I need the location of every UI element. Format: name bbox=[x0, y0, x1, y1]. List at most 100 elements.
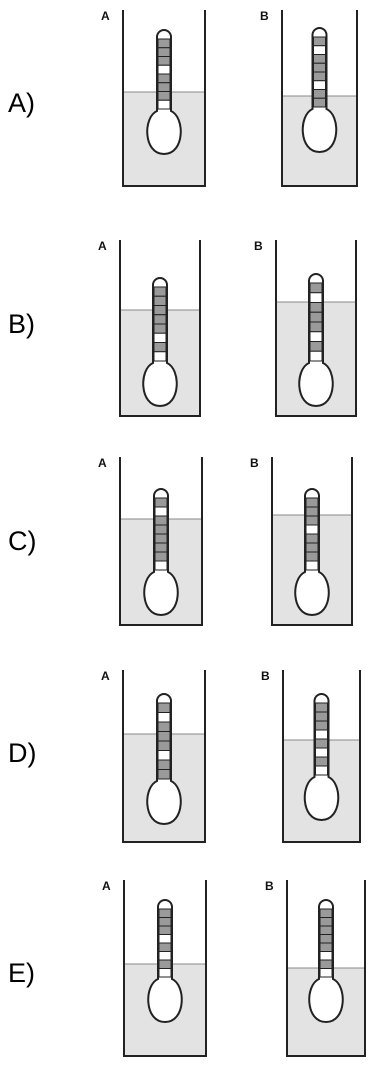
thermometer-scale-mark bbox=[315, 756, 328, 767]
thermometer-scale-mark bbox=[313, 97, 326, 108]
beaker-label: A bbox=[101, 9, 110, 23]
beaker-label: B bbox=[261, 669, 270, 683]
thermometer-scale-blank bbox=[158, 968, 172, 978]
thermometer-scale-mark bbox=[157, 759, 171, 770]
thermometer-scale-mark bbox=[315, 738, 328, 749]
beaker-outline bbox=[282, 670, 361, 843]
thermometer-scale-mark bbox=[319, 942, 333, 952]
beaker-a: A bbox=[102, 879, 207, 1057]
thermometer-scale-mark bbox=[309, 311, 323, 323]
thermometer-scale-mark bbox=[305, 551, 319, 562]
thermometer-scale-mark bbox=[315, 711, 328, 722]
beaker-label: A bbox=[98, 456, 107, 470]
thermometer-scale-mark bbox=[154, 497, 168, 508]
thermometer-scale-mark bbox=[154, 533, 168, 544]
beaker-label: B bbox=[254, 239, 263, 253]
thermometer-scale-mark bbox=[153, 323, 167, 334]
thermometer-scale-mark bbox=[319, 917, 333, 927]
beaker-label: B bbox=[250, 456, 259, 470]
beaker-outline bbox=[119, 240, 201, 417]
thermometer-scale-mark bbox=[158, 942, 172, 952]
thermometer-scale-mark bbox=[153, 314, 167, 325]
thermometer-scale-mark bbox=[154, 542, 168, 553]
thermometer-scale-mark bbox=[153, 286, 167, 297]
thermometer-scale-blank bbox=[313, 45, 326, 55]
thermometer-scale-mark bbox=[309, 302, 323, 313]
option-label: B) bbox=[8, 309, 35, 339]
thermometer-scale-mark bbox=[313, 62, 326, 73]
thermometer-scale-blank bbox=[313, 80, 326, 90]
thermometer-scale-mark bbox=[157, 82, 171, 92]
thermometer-scale-blank bbox=[157, 712, 171, 723]
thermometer-scale-mark bbox=[319, 925, 333, 935]
thermometer-scale-mark bbox=[305, 497, 319, 508]
option-label: A) bbox=[8, 88, 35, 118]
thermometer-scale-mark bbox=[158, 908, 172, 918]
thermometer-scale-mark bbox=[157, 702, 171, 713]
thermometer-scale-mark bbox=[157, 721, 171, 732]
thermometer-scale-mark bbox=[158, 917, 172, 927]
beaker-label: A bbox=[102, 879, 111, 893]
beaker-outline bbox=[123, 880, 207, 1057]
beaker-label: B bbox=[265, 879, 274, 893]
thermometer-scale-mark bbox=[157, 769, 171, 780]
thermometer-scale-mark bbox=[153, 342, 167, 353]
beaker-outline bbox=[275, 240, 357, 417]
beaker-a: A bbox=[101, 669, 206, 843]
beaker-b: B bbox=[250, 456, 353, 626]
option-a: A) A B bbox=[8, 9, 358, 187]
beaker-outline bbox=[281, 10, 358, 187]
thermometer-scale-mark bbox=[309, 321, 323, 333]
thermometer-scale-blank bbox=[154, 560, 168, 571]
beaker-outline bbox=[122, 10, 206, 187]
thermometer-scale-mark bbox=[319, 959, 333, 969]
option-d: D) A B bbox=[8, 669, 361, 843]
beaker-a: A bbox=[101, 9, 206, 187]
thermometer-scale-mark bbox=[157, 91, 171, 101]
option-label: D) bbox=[8, 738, 37, 768]
thermometer-scale-mark bbox=[158, 925, 172, 935]
thermometer-scale-mark bbox=[313, 89, 326, 99]
option-e: E) A B bbox=[8, 879, 366, 1057]
thermometer-scale-blank bbox=[309, 331, 323, 342]
thermometer-scale-mark bbox=[154, 524, 168, 535]
thermometer-scale-mark bbox=[305, 533, 319, 544]
beaker-b: B bbox=[265, 879, 366, 1057]
thermometer-scale-blank bbox=[305, 560, 319, 571]
thermometer-scale-blank bbox=[157, 64, 171, 75]
thermometer-scale-mark bbox=[309, 341, 323, 352]
thermometer-scale-blank bbox=[154, 506, 168, 517]
thermometer-scale-blank bbox=[158, 951, 172, 961]
thermometer-scale-mark bbox=[315, 720, 328, 731]
option-label: E) bbox=[8, 958, 35, 988]
thermometer-scale-mark bbox=[319, 908, 333, 918]
thermometer-scale-mark bbox=[154, 551, 168, 562]
thermometer-scale-mark bbox=[157, 731, 171, 742]
thermometer-scale-mark bbox=[154, 515, 168, 526]
beaker-b: B bbox=[254, 239, 357, 417]
thermometer-scale-mark bbox=[319, 934, 333, 944]
thermometer-scale-mark bbox=[313, 36, 326, 47]
beaker-label: A bbox=[101, 669, 110, 683]
thermometer-scale-mark bbox=[158, 959, 172, 969]
beaker-b: B bbox=[261, 669, 361, 843]
thermometer-scale-mark bbox=[153, 305, 167, 316]
thermometer-scale-blank bbox=[157, 99, 171, 110]
thermometer-scale-blank bbox=[309, 350, 323, 362]
thermometer-scale-mark bbox=[157, 38, 171, 49]
beaker-outline bbox=[271, 457, 353, 626]
thermometer-scale-blank bbox=[319, 951, 333, 961]
thermometer-scale-blank bbox=[309, 292, 323, 303]
thermometer-scale-blank bbox=[153, 332, 167, 343]
beaker-outline bbox=[286, 880, 366, 1057]
beaker-outline bbox=[119, 457, 203, 626]
thermometer-scale-blank bbox=[315, 729, 328, 740]
thermometer-scale-mark bbox=[305, 542, 319, 553]
thermometer-scale-mark bbox=[305, 506, 319, 517]
thermometer-scale-mark bbox=[309, 282, 323, 294]
beaker-outline bbox=[122, 670, 206, 843]
beaker-label: B bbox=[260, 9, 269, 23]
